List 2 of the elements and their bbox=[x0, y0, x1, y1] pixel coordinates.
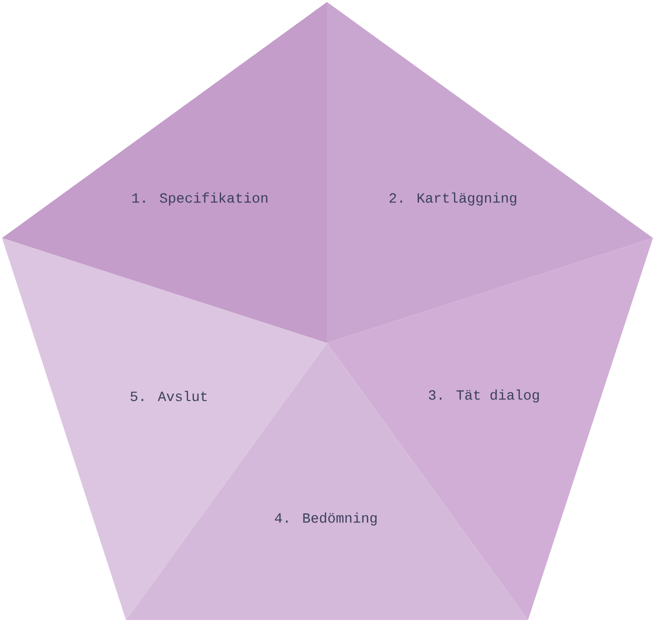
pentagon-sector: 2. Kartläggning bbox=[327, 2, 653, 343]
pentagon-sector: 1. Specifikation bbox=[2, 2, 327, 343]
